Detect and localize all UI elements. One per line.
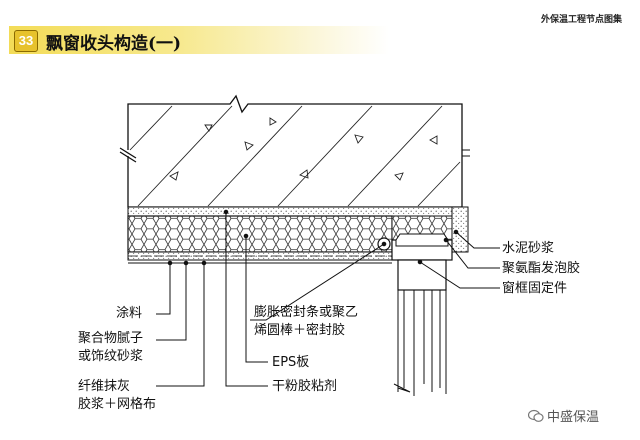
- leader-lines: [156, 209, 500, 387]
- label-adhesive: 干粉胶粘剂: [272, 379, 338, 394]
- label-pu-foam: 聚氨酯发泡胶: [502, 261, 581, 276]
- page-title: 飘窗收头构造(一): [46, 34, 182, 54]
- label-fiber-line1: 纤维抹灰: [78, 379, 131, 394]
- label-putty-line1: 聚合物腻子: [78, 331, 144, 346]
- label-window-fixing: 窗框固定件: [502, 281, 568, 296]
- label-sealing-line1: 膨胀密封条或聚乙: [254, 305, 359, 320]
- watermark: 中盛保温: [528, 406, 599, 425]
- header-band: [9, 26, 389, 54]
- concrete-slab: [119, 94, 470, 208]
- label-sealing-line2: 烯圆棒＋密封胶: [254, 323, 346, 338]
- section-number-badge: 33: [14, 30, 38, 52]
- watermark-text: 中盛保温: [547, 410, 600, 425]
- label-eps-board: EPS板: [272, 355, 310, 370]
- atlas-name: 外保温工程节点图集: [540, 15, 622, 25]
- wechat-icon: [528, 409, 544, 422]
- label-coating: 涂料: [116, 306, 143, 321]
- label-cement-mortar: 水泥砂浆: [502, 241, 555, 256]
- label-putty-line2: 或饰纹砂浆: [78, 349, 144, 364]
- window-frame: [391, 233, 453, 396]
- label-fiber-line2: 胶浆＋网格布: [78, 397, 157, 412]
